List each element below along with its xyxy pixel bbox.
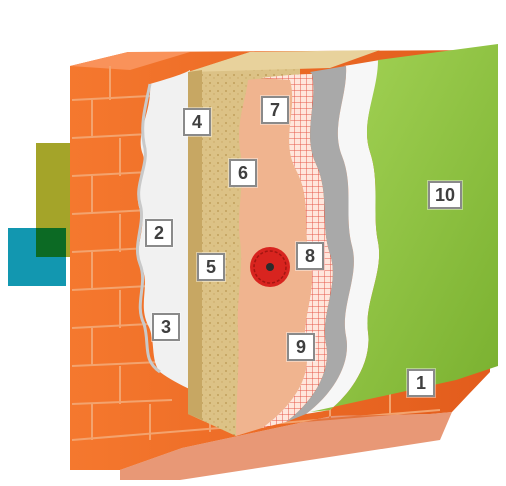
- label-8: 8: [296, 242, 324, 270]
- decorative-render: [310, 44, 498, 412]
- label-6: 6: [229, 159, 257, 187]
- insulation-anchor: [250, 247, 290, 287]
- label-3: 3: [152, 313, 180, 341]
- label-4: 4: [183, 108, 211, 136]
- label-2: 2: [145, 219, 173, 247]
- label-7: 7: [261, 96, 289, 124]
- label-5: 5: [197, 253, 225, 281]
- label-9: 9: [287, 333, 315, 361]
- label-10: 10: [428, 181, 462, 209]
- grey-layer: [286, 66, 354, 422]
- primer-layer: [306, 60, 380, 414]
- label-1: 1: [407, 369, 435, 397]
- accent-overlap-square: [36, 228, 66, 257]
